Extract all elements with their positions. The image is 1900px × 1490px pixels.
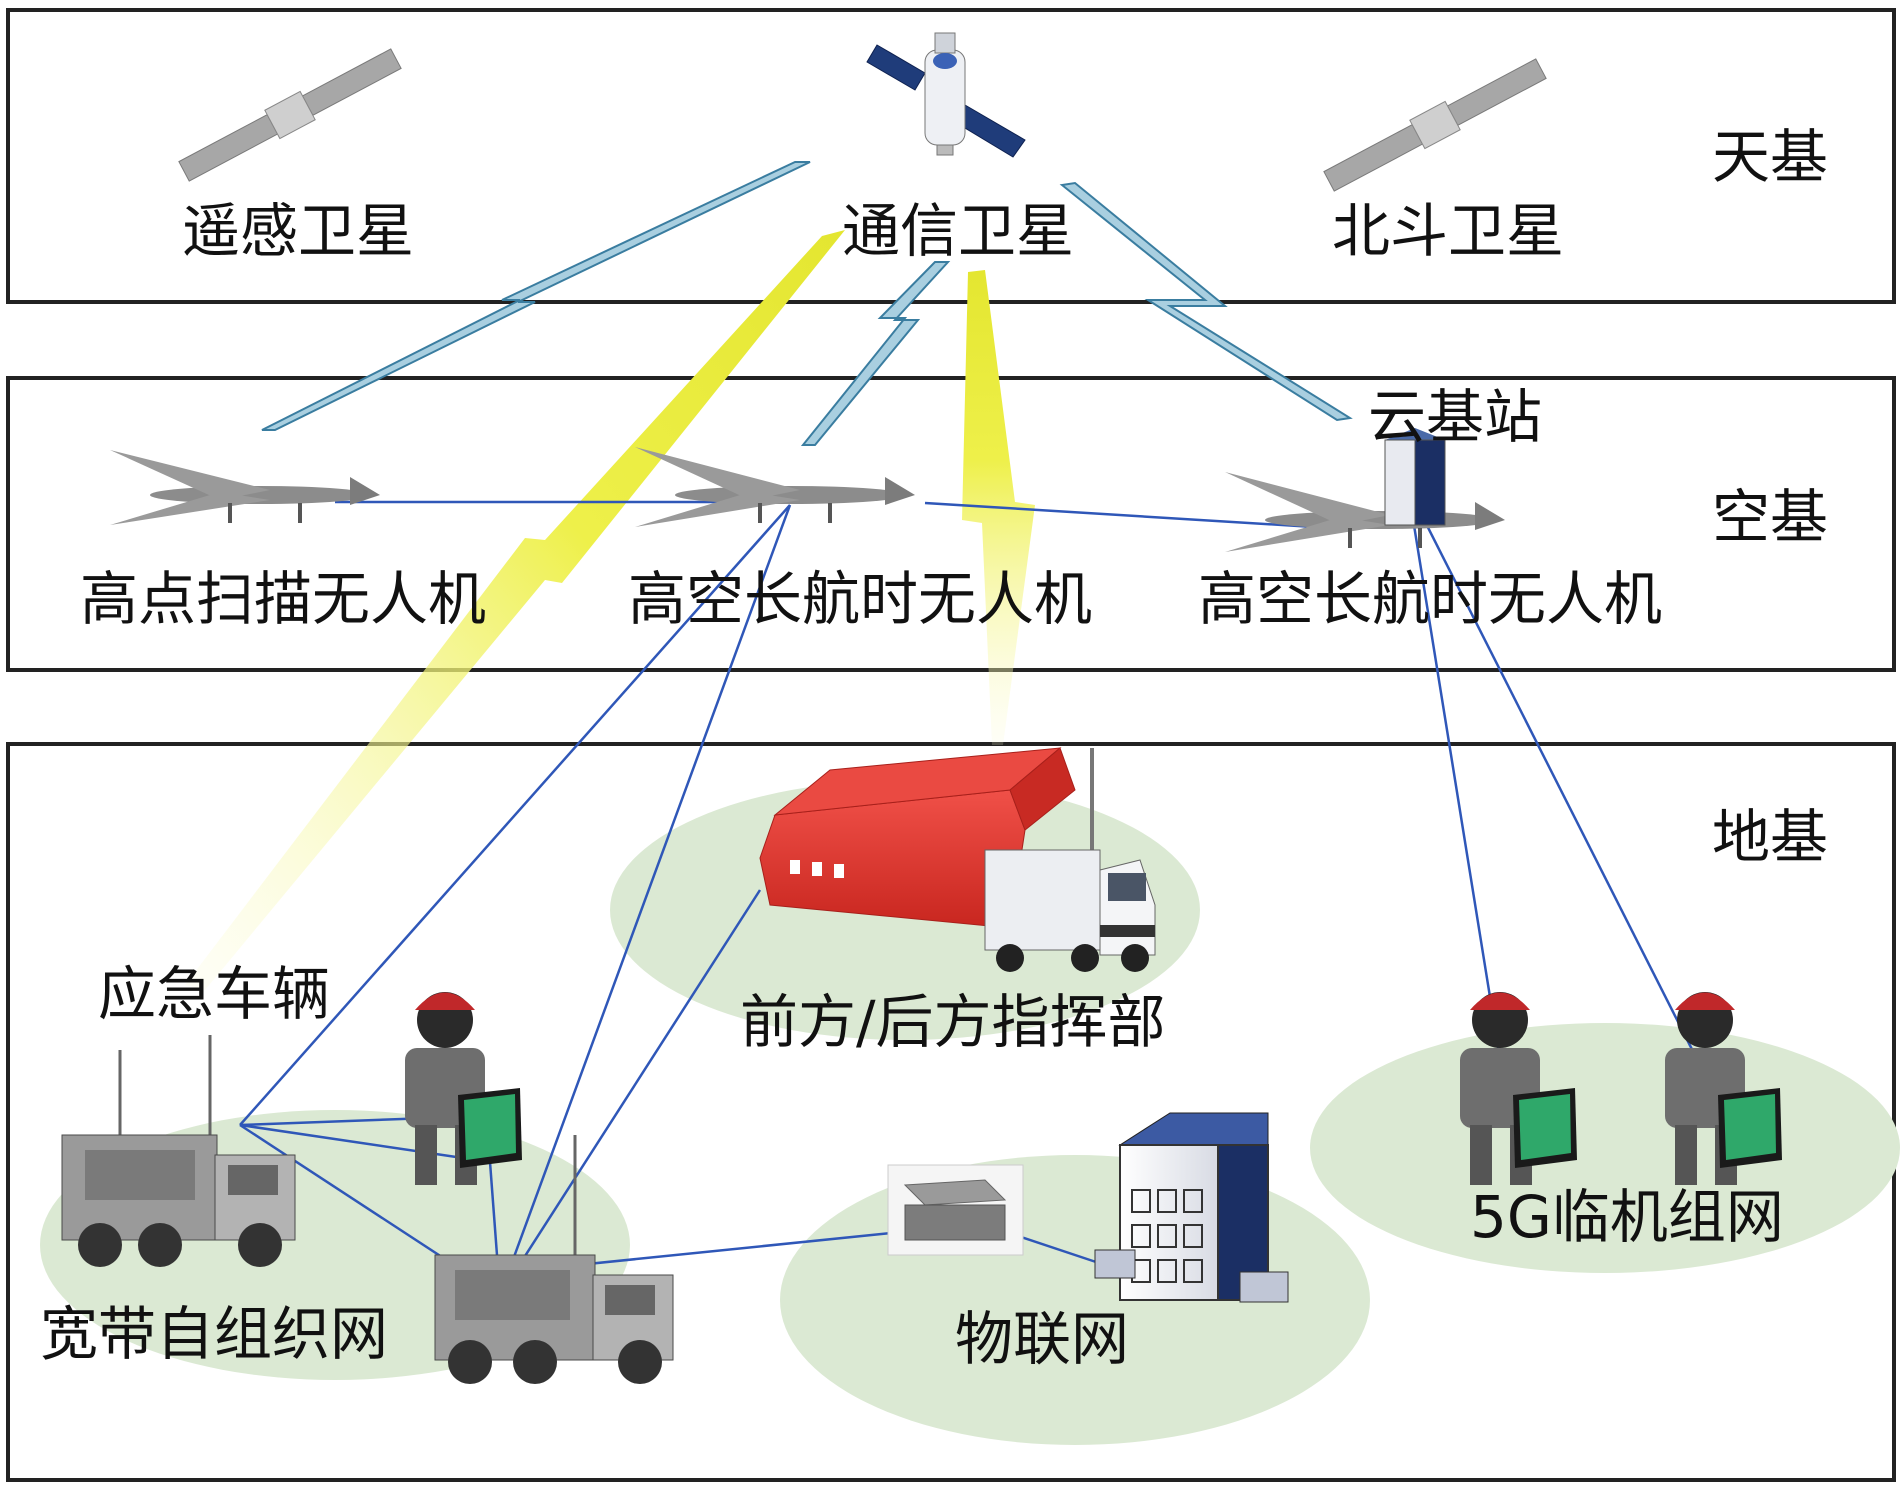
hale-uav-2-icon <box>1225 472 1505 552</box>
remote-sensing-satellite-icon <box>178 48 402 182</box>
label-5g-network: 5G临机组网 <box>1470 1183 1784 1251</box>
yellow-link-vehicle <box>185 230 845 990</box>
label-hale-uav-2: 高空长航时无人机 <box>1198 565 1663 633</box>
zone-5g <box>1310 1023 1900 1273</box>
soldier-tablet-2-icon <box>1460 992 1577 1185</box>
blue-link-cloud-station <box>1059 181 1353 422</box>
hale-uav-icon <box>635 447 915 527</box>
tier-label-air: 空基 <box>1712 483 1829 551</box>
label-beidou-satellite: 北斗卫星 <box>1332 197 1565 265</box>
cloud-station-icon <box>1384 428 1446 526</box>
beidou-satellite-icon <box>1323 58 1547 192</box>
tent-icon <box>759 747 1076 929</box>
scan-uav-icon <box>110 450 380 525</box>
label-iot: 物联网 <box>955 1305 1130 1373</box>
label-adhoc-network: 宽带自组织网 <box>40 1300 389 1368</box>
iot-building-icon <box>1094 1112 1289 1303</box>
label-hale-uav-1: 高空长航时无人机 <box>628 565 1093 633</box>
blue-link-scan-uav <box>261 161 811 431</box>
label-remote-satellite: 遥感卫星 <box>182 197 415 265</box>
air-tier-frame <box>6 376 1896 672</box>
label-emergency-vehicle: 应急车辆 <box>98 960 331 1028</box>
emergency-vehicle-2-icon <box>434 1135 674 1384</box>
tier-label-ground: 地基 <box>1712 803 1829 871</box>
soldier-tablet-3-icon <box>1665 992 1782 1185</box>
emergency-vehicle-1-icon <box>61 1035 296 1267</box>
label-comm-satellite: 通信卫星 <box>842 197 1075 265</box>
command-truck-icon <box>984 748 1156 972</box>
space-tier-frame <box>6 8 1896 304</box>
tier-label-space: 天基 <box>1712 123 1829 191</box>
label-cloud-station: 云基站 <box>1368 383 1543 451</box>
iot-gateway-icon <box>887 1164 1024 1256</box>
blue-link-hale-uav <box>800 261 951 446</box>
label-scan-uav: 高点扫描无人机 <box>80 565 487 633</box>
communication-satellite-icon <box>866 32 1026 158</box>
soldier-tablet-1-icon <box>405 992 522 1185</box>
ground-tier-frame <box>6 742 1896 1482</box>
label-command-post: 前方/后方指挥部 <box>740 988 1166 1056</box>
